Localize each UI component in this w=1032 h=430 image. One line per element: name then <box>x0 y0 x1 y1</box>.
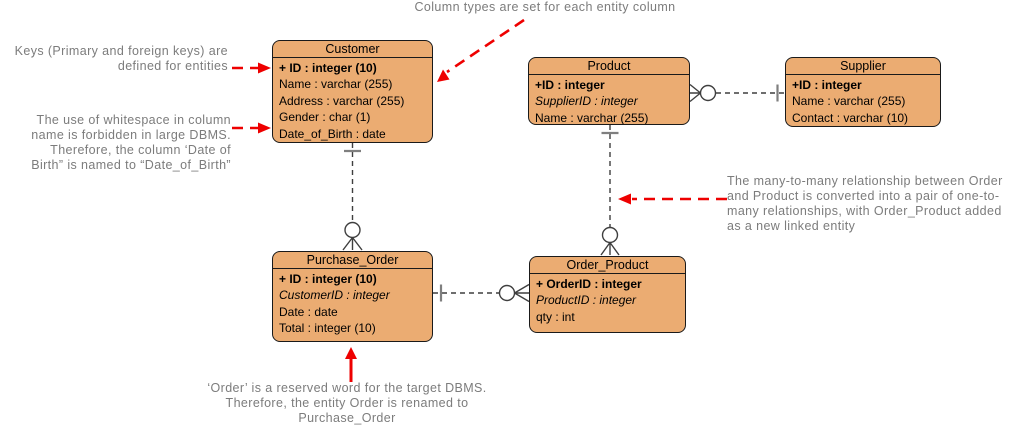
entity-title: Purchase_Order <box>273 252 432 269</box>
entity-order-product: Order_Product + OrderID : integer Produc… <box>529 256 686 333</box>
zero-marker <box>601 226 619 244</box>
relationship-customer-purchase-order <box>342 143 363 251</box>
attribute-row: Address : varchar (255) <box>279 93 405 108</box>
entity-product: Product +ID : integer SupplierID : integ… <box>528 57 690 125</box>
entity-title: Supplier <box>786 58 940 75</box>
attribute-row: +ID : integer <box>792 78 862 92</box>
entity-attributes: + ID : integer (10) CustomerID : integer… <box>273 269 432 337</box>
relationship-purchase-order-order-product <box>433 283 530 303</box>
crow-foot-many-marker <box>689 83 701 103</box>
attribute-row: +ID : integer <box>535 78 605 92</box>
attribute-row: + ID : integer (10) <box>279 61 377 75</box>
attribute-row: qty : int <box>536 309 575 324</box>
attribute-row: SupplierID : integer <box>535 94 638 109</box>
note-reserved-word: ‘Order’ is a reserved word for the targe… <box>207 381 487 425</box>
annotation-arrow-whitespace <box>232 122 271 134</box>
annotation-arrow-many-to-many <box>618 193 727 205</box>
annotation-arrow-column-types <box>437 18 525 82</box>
entity-title: Order_Product <box>530 257 685 274</box>
attribute-row: Gender : char (1) <box>279 110 371 125</box>
attribute-row: Name : varchar (255) <box>535 110 649 125</box>
attribute-row: + ID : integer (10) <box>279 272 377 286</box>
attribute-row: Date : date <box>279 304 338 319</box>
annotation-arrow-keys <box>232 62 271 74</box>
note-whitespace: The use of whitespace in column name is … <box>31 113 231 172</box>
entity-supplier: Supplier +ID : integer Name : varchar (2… <box>785 57 941 127</box>
entity-attributes: + ID : integer (10) Name : varchar (255)… <box>273 58 432 142</box>
attribute-row: CustomerID : integer <box>279 288 390 303</box>
attribute-row: Date_of_Birth : date <box>279 126 386 141</box>
entity-attributes: +ID : integer SupplierID : integer Name … <box>529 75 689 125</box>
note-column-types: Column types are set for each entity col… <box>414 0 676 14</box>
attribute-row: Total : integer (10) <box>279 321 376 336</box>
attribute-row: ProductID : integer <box>536 293 637 308</box>
attribute-row: Name : varchar (255) <box>279 77 393 92</box>
entity-purchase-order: Purchase_Order + ID : integer (10) Custo… <box>272 251 433 342</box>
relationship-product-order-product <box>600 125 620 256</box>
zero-marker <box>699 84 717 102</box>
crow-foot-many-marker <box>342 237 363 251</box>
crow-foot-many-marker <box>514 283 530 303</box>
attribute-row: Contact : varchar (10) <box>792 110 909 125</box>
entity-customer: Customer + ID : integer (10) Name : varc… <box>272 40 433 143</box>
entity-title: Product <box>529 58 689 75</box>
note-many-to-many: The many-to-many relationship between Or… <box>727 174 1003 233</box>
entity-attributes: +ID : integer Name : varchar (255) Conta… <box>786 75 940 126</box>
note-keys: Keys (Primary and foreign keys) are defi… <box>14 44 228 73</box>
crow-foot-many-marker <box>600 242 620 256</box>
relationship-supplier-product <box>689 83 785 103</box>
entity-attributes: + OrderID : integer ProductID : integer … <box>530 274 685 325</box>
attribute-row: + OrderID : integer <box>536 277 642 291</box>
attribute-row: Name : varchar (255) <box>792 94 906 109</box>
annotation-arrow-reserved-word <box>345 347 357 382</box>
zero-marker <box>344 221 361 239</box>
zero-marker <box>498 284 516 302</box>
entity-title: Customer <box>273 41 432 58</box>
